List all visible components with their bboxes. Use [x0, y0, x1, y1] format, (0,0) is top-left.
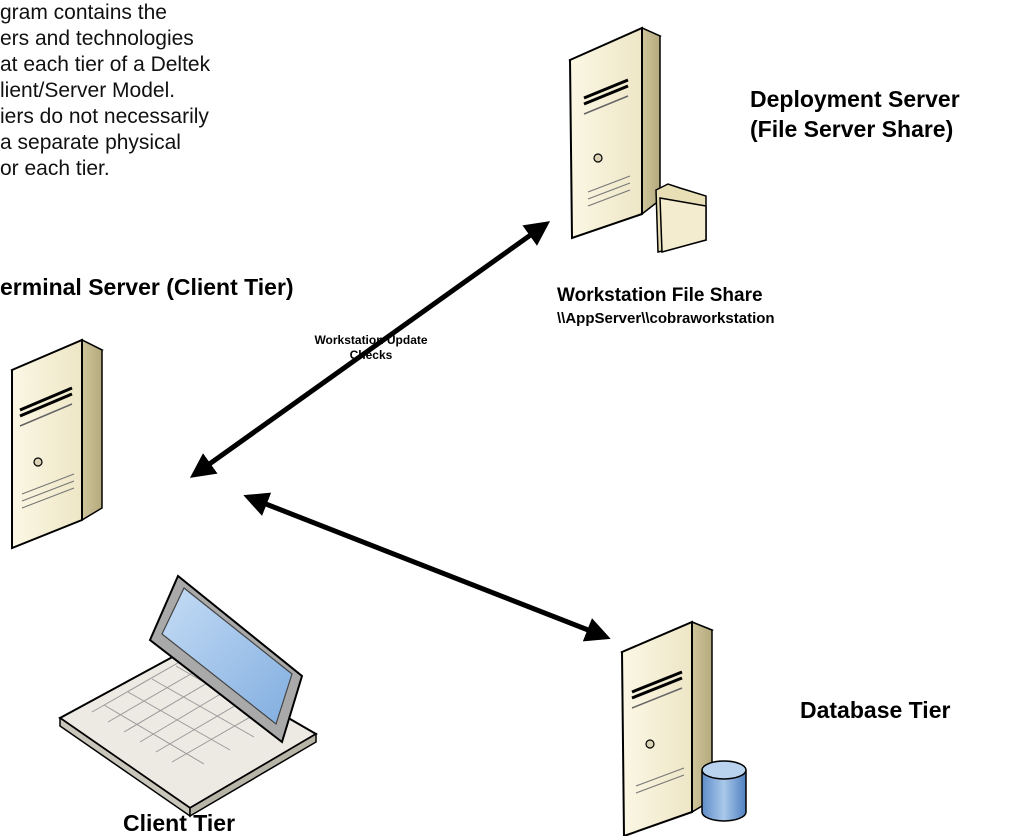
database-server-icon — [620, 620, 714, 836]
update-check-arrow — [189, 221, 551, 478]
workstation-file-share-path: \\AppServer\\cobraworkstation — [557, 310, 775, 327]
intro-line: at each tier of a Deltek — [0, 53, 211, 76]
deployment-server-icon — [568, 26, 662, 240]
deployment-server-title: Deployment Server (File Server Share) — [750, 84, 960, 144]
update-check-label: Workstation Update Checks — [286, 333, 456, 363]
intro-line: a separate physical — [0, 131, 181, 154]
folder-icon — [655, 183, 707, 253]
intro-paragraph: gram contains the ers and technologies a… — [0, 0, 300, 182]
database-connection-arrow — [243, 492, 611, 642]
intro-line: gram contains the — [0, 1, 167, 24]
intro-line: ers and technologies — [0, 27, 194, 50]
database-tier-title: Database Tier — [800, 697, 951, 723]
terminal-server-icon — [10, 338, 104, 550]
update-check-label-line2: Checks — [349, 348, 393, 362]
deployment-server-title-line1: Deployment Server — [750, 86, 960, 112]
intro-line: or each tier. — [0, 157, 110, 180]
laptop-icon — [58, 574, 318, 818]
deployment-server-title-line2: (File Server Share) — [750, 116, 954, 142]
workstation-file-share-label: Workstation File Share — [557, 285, 763, 306]
intro-line: iers do not necessarily — [0, 105, 209, 128]
terminal-server-title: erminal Server (Client Tier) — [0, 274, 294, 300]
database-cylinder-icon — [701, 760, 747, 822]
intro-line: lient/Server Model. — [0, 79, 176, 102]
client-tier-title: Client Tier — [123, 810, 236, 836]
update-check-label-line1: Workstation Update — [314, 333, 428, 347]
